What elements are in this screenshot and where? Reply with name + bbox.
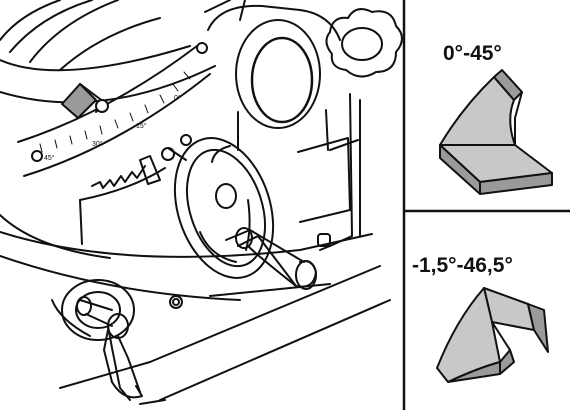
gear-rack [91,165,146,189]
star-knob [325,8,403,78]
angle-pointer [61,83,109,119]
machine-illustration: 45° 30° 15° 0° [0,0,403,405]
locking-lever [61,279,143,401]
block-extended-range [436,287,549,383]
scale-label-30: 30° [92,140,103,148]
scale-label-45: 45° [44,154,55,162]
block-standard-range [439,69,553,195]
scale-label-0: 0° [174,94,181,102]
scale-label-15: 15° [136,122,147,130]
angle-range-label-standard: 0°-45° [443,42,502,65]
crank-handle [225,227,317,290]
handwheel [173,137,275,279]
angle-scale: 45° 30° 15° 0° [17,42,211,177]
angle-range-label-extended: -1,5°-46,5° [412,254,513,277]
panel-dividers [402,0,570,410]
